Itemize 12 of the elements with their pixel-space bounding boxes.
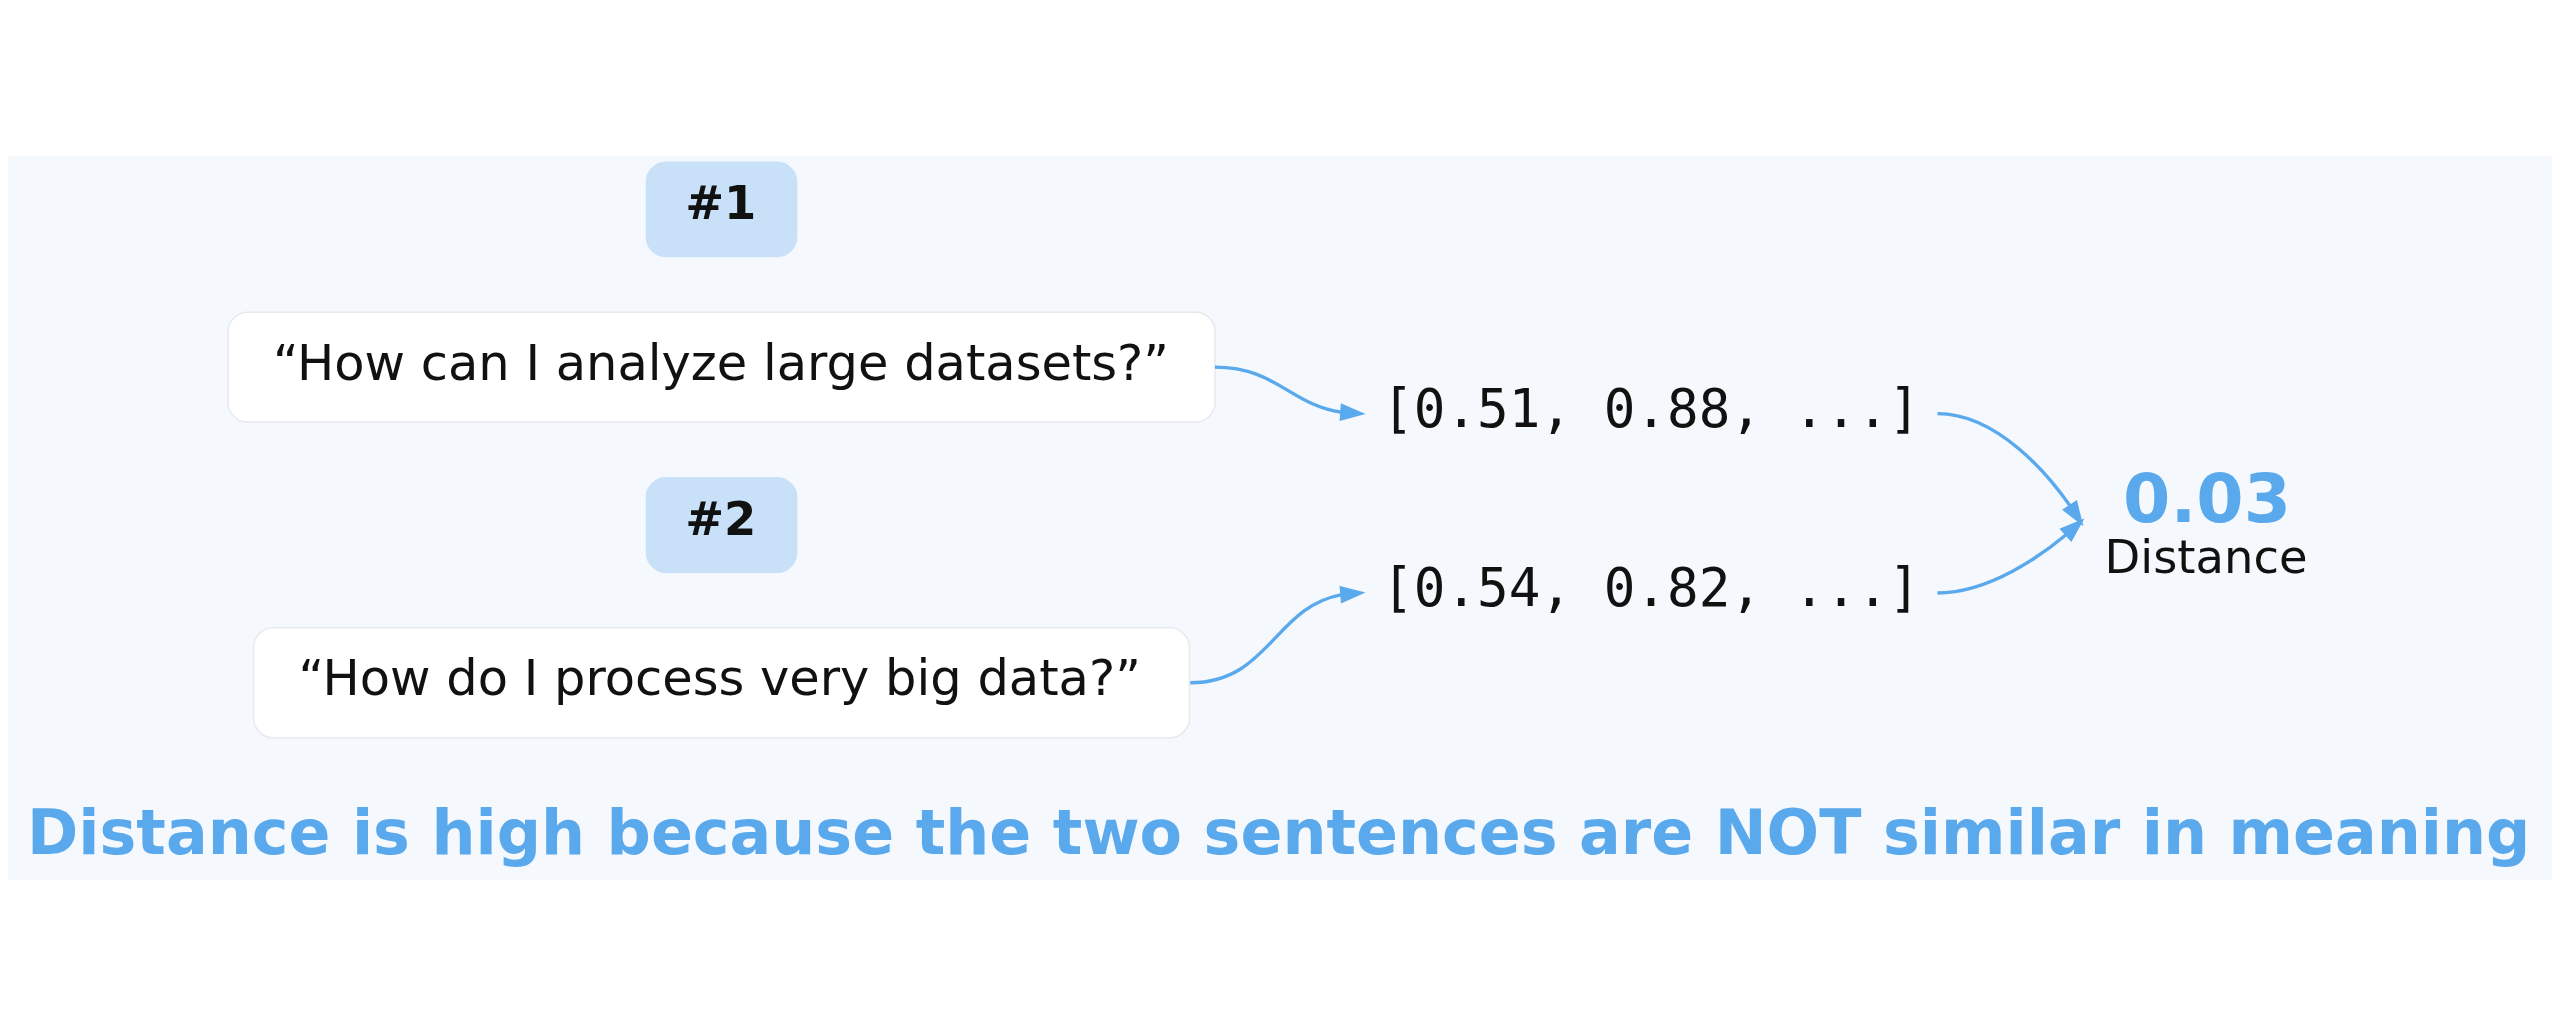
- node-box: #1: [645, 160, 798, 257]
- arrow: [1937, 517, 2085, 595]
- arrow: [1214, 364, 1366, 421]
- node-text: [0.51, 0.88, ...]: [1382, 377, 1921, 439]
- caption: Distance is high because the two sentences are NOT similar in meaning: [26, 796, 2531, 869]
- node-box: “How do I process very big data?”: [252, 626, 1191, 738]
- node-box: “How can I analyze large datasets?”: [227, 310, 1216, 423]
- arrow: [1190, 585, 1366, 684]
- node-text: 0.03 Distance: [2104, 458, 2308, 584]
- node-box: #2: [645, 476, 798, 573]
- node-text: [0.54, 0.82, ...]: [1382, 556, 1921, 618]
- arrow: [1937, 411, 2084, 526]
